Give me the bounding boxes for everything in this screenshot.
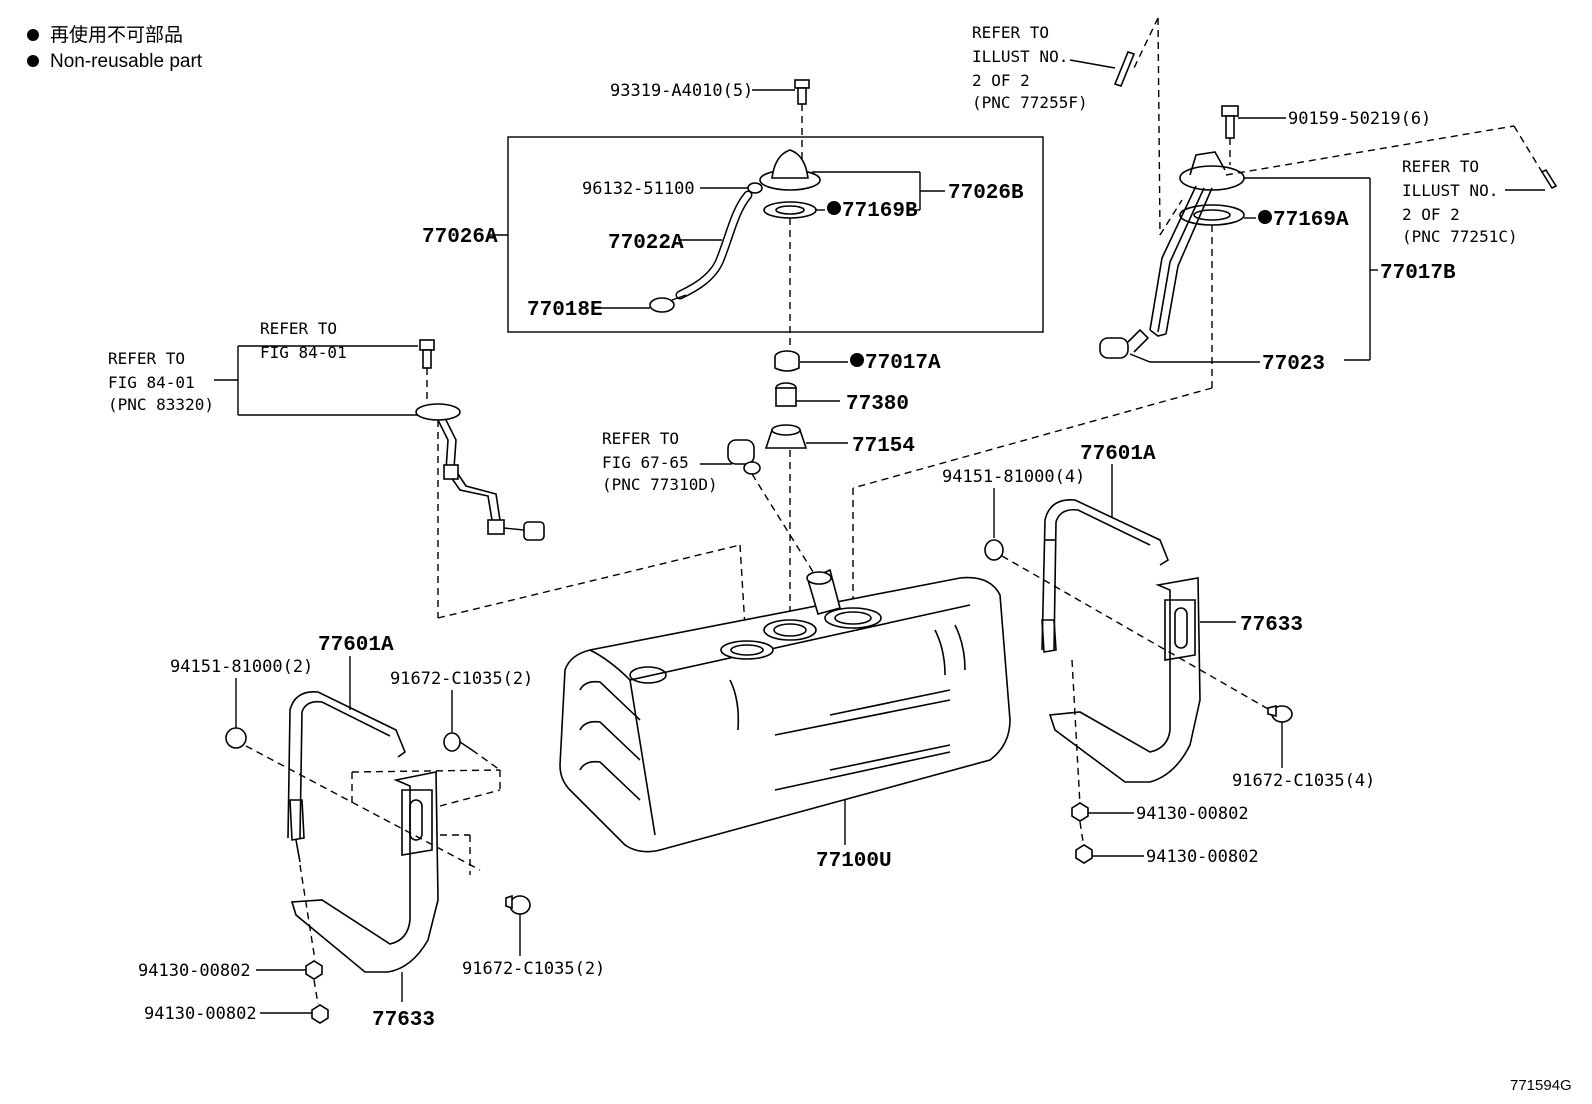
svg-text:REFER TO: REFER TO (260, 319, 337, 338)
reference-note: REFER TO FIG 84-01 (260, 319, 347, 362)
valve-icon (775, 382, 797, 407)
bolt-icon (443, 732, 473, 752)
legend-bullet-icon (27, 55, 39, 67)
non-reusable-bullet-icon (1258, 210, 1272, 224)
vent-valve-icon (727, 439, 761, 475)
part-number[interactable]: 77380 (846, 393, 909, 416)
svg-text:(PNC 83320): (PNC 83320) (108, 395, 214, 414)
wire-end-icon (1113, 51, 1136, 87)
part-number[interactable]: 94130-00802 (138, 961, 251, 981)
grommet-icon (774, 350, 800, 372)
part-number[interactable]: 90159-50219(6) (1288, 109, 1431, 129)
legend-text-jp: 再使用不可部品 (50, 24, 183, 46)
part-number[interactable]: 77169A (1273, 209, 1349, 232)
legend: 再使用不可部品 Non-reusable part (27, 24, 203, 72)
part-number[interactable]: 91672-C1035(2) (462, 959, 605, 979)
svg-text:FIG 84-01: FIG 84-01 (108, 373, 195, 392)
bolt-icon (1221, 105, 1239, 139)
part-number[interactable]: 77026A (422, 226, 498, 249)
part-number[interactable]: 77017B (1380, 262, 1456, 285)
svg-text:(PNC 77251C): (PNC 77251C) (1402, 227, 1518, 246)
bolt-icon (419, 339, 435, 369)
tank-strap-icon (1041, 499, 1169, 653)
part-number[interactable]: 77633 (1240, 614, 1303, 637)
part-number[interactable]: 91672-C1035(2) (390, 669, 533, 689)
legend-text-en: Non-reusable part (50, 51, 203, 72)
fuel-sender-icon (1149, 151, 1245, 337)
svg-text:REFER TO: REFER TO (972, 23, 1049, 42)
reference-note: REFER TO FIG 67-65 (PNC 77310D) (602, 429, 718, 494)
part-number[interactable]: 77100U (816, 850, 892, 873)
svg-text:2 OF 2: 2 OF 2 (1402, 205, 1460, 224)
gasket-icon (763, 201, 817, 219)
nut-icon (311, 1004, 329, 1024)
non-reusable-bullet-icon (850, 353, 864, 367)
part-number[interactable]: 77601A (318, 634, 394, 657)
part-number[interactable]: 77023 (1262, 353, 1325, 376)
nut-icon (305, 960, 323, 980)
part-number[interactable]: 94130-00802 (1136, 804, 1249, 824)
fuel-pump-icon (1099, 328, 1150, 359)
nut-icon (1075, 844, 1093, 864)
non-reusable-bullet-icon (827, 201, 841, 215)
part-number[interactable]: 77026B (948, 182, 1024, 205)
part-number[interactable]: 91672-C1035(4) (1232, 771, 1375, 791)
reference-note: REFER TO ILLUST NO. 2 OF 2 (PNC 77251C) (1402, 157, 1518, 246)
svg-text:(PNC 77310D): (PNC 77310D) (602, 475, 718, 494)
part-number[interactable]: 94151-81000(4) (942, 467, 1085, 487)
part-number[interactable]: 96132-51100 (582, 179, 695, 199)
part-number[interactable]: 93319-A4010(5) (610, 81, 753, 101)
bolt-icon (505, 894, 531, 915)
svg-text:REFER TO: REFER TO (1402, 157, 1479, 176)
fuel-gauge-cap-icon (759, 149, 821, 191)
svg-text:ILLUST NO.: ILLUST NO. (1402, 181, 1498, 200)
bracket-icon (290, 771, 439, 973)
part-number[interactable]: 77633 (372, 1009, 435, 1032)
legend-bullet-icon (27, 29, 39, 41)
nut-icon (984, 539, 1004, 561)
part-number[interactable]: 94151-81000(2) (170, 657, 313, 677)
part-number[interactable]: 77022A (608, 232, 684, 255)
bolt-icon (794, 79, 810, 105)
bolt-icon (1267, 704, 1293, 723)
fuel-sender-icon (415, 403, 545, 541)
part-number[interactable]: 77018E (527, 299, 603, 322)
seal-icon (764, 424, 808, 449)
svg-text:2 OF 2: 2 OF 2 (972, 71, 1030, 90)
part-number[interactable]: 77169B (842, 200, 918, 223)
diagram-id: 771594G (1510, 1077, 1572, 1094)
svg-text:ILLUST NO.: ILLUST NO. (972, 47, 1068, 66)
part-number[interactable]: 77017A (865, 352, 941, 375)
hose-end-icon (649, 294, 687, 313)
nut-icon (225, 727, 247, 749)
svg-text:(PNC 77255F): (PNC 77255F) (972, 93, 1088, 112)
wire-end-icon (1540, 168, 1558, 190)
svg-text:FIG 84-01: FIG 84-01 (260, 343, 347, 362)
nut-icon (1071, 802, 1089, 822)
part-number[interactable]: 77601A (1080, 443, 1156, 466)
part-number[interactable]: 77154 (852, 435, 915, 458)
reference-note: REFER TO FIG 84-01 (PNC 83320) (108, 349, 214, 414)
svg-text:REFER TO: REFER TO (108, 349, 185, 368)
fuel-tank-icon (559, 568, 1011, 853)
part-number[interactable]: 94130-00802 (144, 1004, 257, 1024)
svg-text:REFER TO: REFER TO (602, 429, 679, 448)
tank-strap-icon (287, 691, 406, 863)
reference-note: REFER TO ILLUST NO. 2 OF 2 (PNC 77255F) (972, 23, 1088, 112)
bracket-icon (1048, 577, 1201, 783)
part-number[interactable]: 94130-00802 (1146, 847, 1259, 867)
svg-text:FIG 67-65: FIG 67-65 (602, 453, 689, 472)
